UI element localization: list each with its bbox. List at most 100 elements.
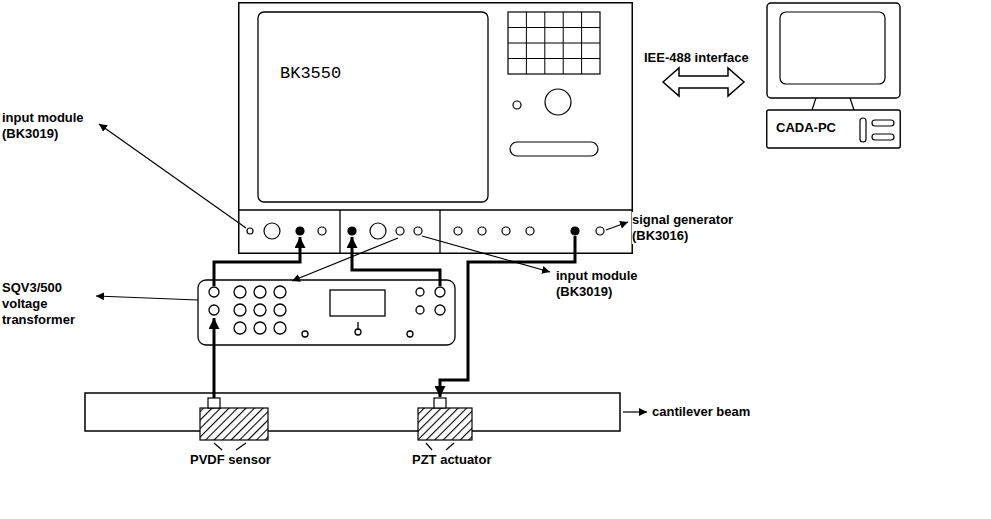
pvdf-sensor-patch bbox=[200, 398, 268, 440]
leader-line-part bbox=[623, 411, 647, 412]
module-knob bbox=[454, 227, 462, 235]
computer-name: CADA-PC bbox=[776, 120, 901, 136]
pc-switch bbox=[860, 118, 866, 142]
pzt-actuator-patch-part bbox=[418, 408, 472, 440]
label-anchor: input module (BK3019) bbox=[2, 110, 94, 142]
disk-slot bbox=[510, 142, 598, 156]
analyzer-screen bbox=[258, 12, 488, 202]
module-knob bbox=[264, 223, 280, 239]
module-knob bbox=[414, 227, 422, 235]
module-divider bbox=[439, 210, 440, 254]
voltage-transformer-part bbox=[274, 304, 286, 316]
pc-screen bbox=[780, 12, 885, 84]
control-knob bbox=[545, 89, 571, 115]
pzt-actuator-patch-part bbox=[434, 398, 446, 408]
voltage-transformer-part bbox=[330, 290, 385, 316]
module-knob bbox=[478, 227, 486, 235]
module-knob bbox=[370, 223, 386, 239]
computer-unit: CADA-PC bbox=[766, 2, 901, 150]
voltage-transformer-part bbox=[355, 329, 361, 335]
leader-line bbox=[96, 124, 647, 450]
connector-socket bbox=[348, 227, 356, 235]
voltage-transformer-part bbox=[234, 304, 246, 316]
analyzer-name: BK3550 bbox=[280, 64, 633, 84]
leader-line-part bbox=[426, 443, 432, 450]
voltage-transformer-part bbox=[234, 286, 246, 298]
module-knob bbox=[596, 227, 604, 235]
voltage-transformer-part bbox=[198, 280, 455, 345]
pc-stand bbox=[812, 98, 854, 110]
keypad-line bbox=[508, 58, 600, 59]
module-knob bbox=[502, 227, 510, 235]
voltage-transformer-part bbox=[209, 305, 219, 315]
label-anchor: SQV3/500 voltage transformer bbox=[2, 280, 90, 328]
voltage-transformer-part bbox=[254, 286, 266, 298]
leader-line-part bbox=[292, 238, 398, 281]
cantilever-beam-part bbox=[85, 393, 620, 431]
module-label: input module (BK3019) bbox=[556, 268, 648, 300]
voltage-transformer-part bbox=[234, 322, 246, 334]
pvdf-sensor-patch-part bbox=[208, 398, 220, 408]
voltage-transformer-part bbox=[274, 322, 286, 334]
device-label: SQV3/500 voltage transformer bbox=[2, 280, 90, 328]
analyzer-housing bbox=[239, 3, 633, 254]
keypad-line bbox=[508, 43, 600, 44]
connector-socket bbox=[296, 227, 304, 235]
module-knob bbox=[526, 227, 534, 235]
keypad bbox=[508, 12, 600, 74]
interface-arrow bbox=[663, 68, 744, 96]
module-knob bbox=[318, 227, 326, 235]
part-label: PVDF sensor bbox=[190, 452, 271, 468]
analyzer-unit: BK3550 bbox=[238, 2, 633, 254]
label-anchor: signal generator (BK3016) bbox=[632, 212, 750, 244]
voltage-transformer bbox=[198, 280, 455, 345]
voltage-transformer-part bbox=[435, 305, 445, 315]
voltage-transformer-part bbox=[254, 322, 266, 334]
module-label: input module (BK3019) bbox=[2, 110, 94, 142]
pc-case bbox=[767, 110, 901, 148]
drive-slot bbox=[872, 120, 894, 126]
part-label: cantilever beam bbox=[652, 404, 750, 420]
leader-line-part bbox=[446, 443, 454, 450]
signal-cable bbox=[214, 236, 575, 398]
leader-line-part bbox=[236, 443, 246, 450]
label-anchor: PZT actuator bbox=[412, 452, 491, 468]
voltage-transformer-part bbox=[209, 287, 219, 297]
control-knob bbox=[513, 101, 521, 109]
voltage-transformer-part bbox=[274, 286, 286, 298]
leader-line-part bbox=[99, 124, 246, 228]
label-anchor: IEE-488 interface bbox=[644, 50, 749, 66]
voltage-transformer-part bbox=[407, 331, 413, 337]
cantilever-beam bbox=[85, 393, 620, 431]
module-divider bbox=[339, 210, 340, 254]
label-anchor: PVDF sensor bbox=[190, 452, 271, 468]
pzt-actuator-patch bbox=[418, 398, 472, 440]
signal-cable-part bbox=[214, 237, 300, 286]
voltage-transformer-part bbox=[416, 288, 424, 296]
label-anchor: input module (BK3019) bbox=[556, 268, 648, 300]
pc-monitor bbox=[767, 3, 900, 98]
pvdf-sensor-patch-part bbox=[200, 408, 268, 440]
module-knob bbox=[396, 227, 404, 235]
module-panel-line bbox=[238, 209, 633, 210]
interface-label: IEE-488 interface bbox=[644, 50, 749, 66]
leader-line-part bbox=[214, 443, 222, 450]
module-label: signal generator (BK3016) bbox=[632, 212, 750, 244]
drive-slot bbox=[872, 134, 894, 140]
analyzer-unit-outline bbox=[238, 2, 633, 254]
leader-line-part bbox=[606, 222, 628, 230]
voltage-transformer-part bbox=[302, 331, 308, 337]
voltage-transformer-part bbox=[435, 287, 445, 297]
signal-cable-part bbox=[352, 237, 440, 286]
connector-socket bbox=[571, 227, 579, 235]
part-label: PZT actuator bbox=[412, 452, 491, 468]
voltage-transformer-part bbox=[254, 304, 266, 316]
signal-cable-part bbox=[213, 318, 216, 398]
module-knob bbox=[247, 228, 253, 234]
label-anchor: cantilever beam bbox=[652, 404, 750, 420]
voltage-transformer-part bbox=[416, 306, 424, 314]
keypad-line bbox=[508, 27, 600, 28]
